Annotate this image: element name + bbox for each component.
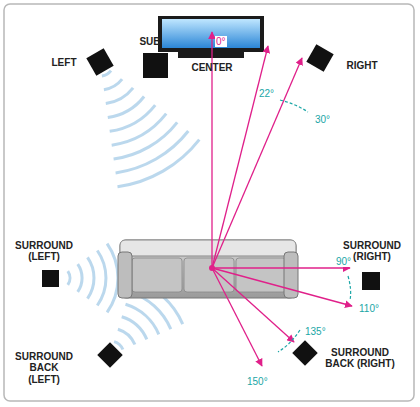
left-speaker: [86, 48, 113, 75]
speaker-label: LEFT: [52, 57, 77, 69]
wave: [110, 105, 156, 131]
speaker-name: SURROUND BACK (LEFT): [15, 351, 73, 386]
wave: [97, 251, 106, 306]
angle-arcs: [278, 100, 351, 352]
back-right-speaker: [292, 340, 317, 365]
angle-label: 22°: [258, 88, 275, 99]
wave: [106, 88, 133, 104]
frame: [4, 4, 414, 401]
wave: [68, 271, 70, 285]
listener: [209, 265, 215, 271]
speaker-label: SURROUND BACK (RIGHT): [322, 347, 398, 370]
right-speaker: [306, 44, 333, 71]
speaker-label: RIGHT: [346, 60, 377, 72]
angle-lines: [212, 32, 352, 366]
surround-left-speaker: [42, 270, 59, 287]
wave: [114, 122, 178, 159]
wave: [126, 304, 159, 334]
sound-waves: [68, 71, 200, 350]
speaker-name: SURROUND BACK (RIGHT): [322, 347, 398, 370]
speaker-name: CENTER: [191, 62, 232, 74]
speaker-label: SURROUND (LEFT): [15, 240, 73, 263]
sub-speaker: [143, 53, 168, 78]
speaker-name: SUB: [139, 36, 160, 48]
wave: [104, 79, 122, 90]
wave: [118, 329, 135, 344]
wave: [78, 264, 82, 292]
speaker-label: SUB: [139, 36, 160, 48]
angle-label: 90°: [335, 256, 352, 267]
angle-label: 0°: [215, 36, 227, 47]
surround-right-speaker: [362, 272, 380, 290]
wave: [118, 140, 200, 187]
wave: [107, 244, 118, 313]
tv: [158, 16, 264, 52]
speaker-name: RIGHT: [346, 60, 377, 72]
angle-label: 150°: [246, 376, 269, 387]
speaker-name: SURROUND (LEFT): [15, 240, 73, 263]
speaker-label: CENTER: [191, 62, 232, 74]
wave: [116, 131, 189, 173]
speaker-label: SURROUND BACK (LEFT): [15, 351, 73, 386]
angle-label: 110°: [358, 303, 380, 314]
angle-label: 30°: [314, 114, 331, 125]
wave: [88, 257, 94, 298]
tv-screen: [162, 19, 260, 48]
wave: [122, 317, 147, 340]
back-left-speaker: [97, 342, 122, 367]
angle-label: 135°: [304, 326, 327, 337]
sofa: [118, 240, 298, 298]
speaker-name: LEFT: [52, 57, 77, 69]
center-speaker: [178, 52, 244, 58]
wave: [108, 97, 144, 118]
